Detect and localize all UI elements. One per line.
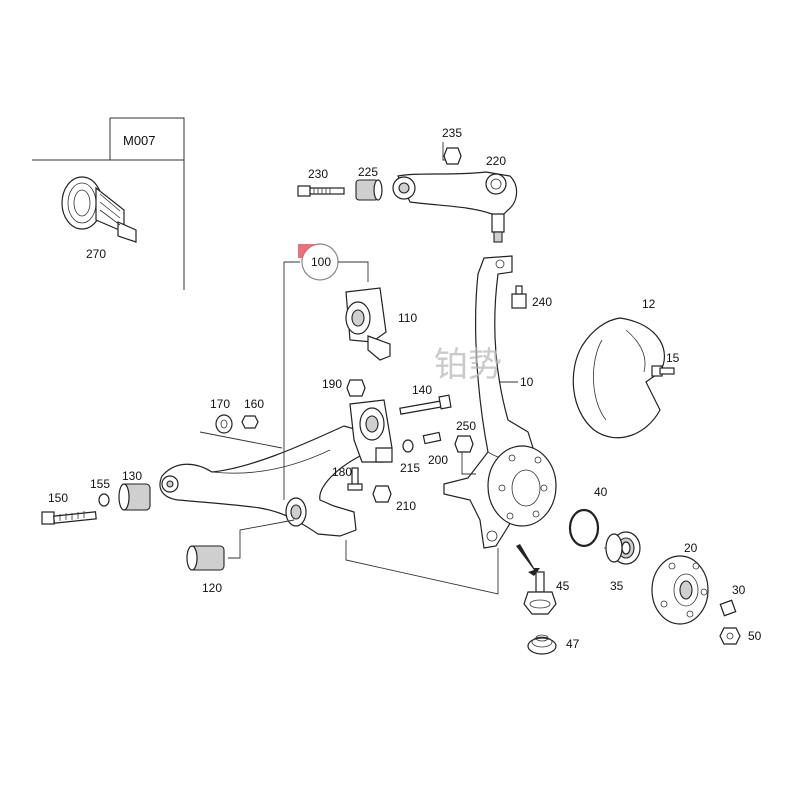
bolt-150[interactable] [41, 511, 97, 525]
nut-210[interactable] [372, 485, 392, 503]
arrow-indicator [516, 544, 540, 576]
label-15: 15 [666, 351, 680, 365]
bushing-bracket-110[interactable] [345, 287, 391, 361]
label-30: 30 [732, 583, 746, 597]
label-35: 35 [610, 579, 624, 593]
label-250: 250 [456, 419, 476, 433]
label-240: 240 [532, 295, 552, 309]
label-180: 180 [332, 465, 352, 479]
nut-160[interactable] [241, 415, 259, 429]
label-100: 100 [311, 255, 331, 269]
label-210: 210 [396, 499, 416, 513]
label-47: 47 [566, 637, 580, 651]
label-200: 200 [428, 453, 448, 467]
label-225: 225 [358, 165, 378, 179]
bolt-180[interactable] [347, 467, 363, 491]
label-110: 110 [398, 311, 417, 325]
bolt-200[interactable] [422, 431, 442, 445]
label-190: 190 [322, 377, 342, 391]
label-150: 150 [48, 491, 68, 505]
screw-15[interactable] [651, 365, 675, 377]
upper-control-arm-group: 235 230 225 220 [297, 126, 518, 243]
watermark: 铂势 [434, 345, 502, 385]
hub-flange[interactable] [487, 445, 557, 527]
label-20: 20 [684, 541, 698, 555]
label-235: 235 [442, 126, 462, 140]
boot-47[interactable] [527, 634, 557, 655]
bushing-120[interactable] [186, 545, 225, 571]
inset-code: M007 [123, 133, 156, 148]
bolt-30[interactable] [719, 599, 737, 617]
washer-155[interactable] [98, 493, 110, 507]
washer-170[interactable] [215, 414, 233, 434]
bracket-callout-100: 100 [283, 243, 369, 446]
bolt-240[interactable] [511, 285, 527, 309]
label-40: 40 [594, 485, 608, 499]
inset-panel: M007 270 [32, 117, 185, 290]
label-45: 45 [556, 579, 570, 593]
bushing-130[interactable] [118, 483, 151, 511]
bolt-140[interactable] [399, 394, 452, 415]
cv-joint-part[interactable] [61, 176, 137, 243]
bolt-230[interactable] [297, 185, 345, 197]
label-120: 120 [202, 581, 222, 595]
nut-190[interactable] [346, 379, 366, 397]
dust-shield-12[interactable] [572, 317, 665, 439]
label-220: 220 [486, 154, 506, 168]
label-155: 155 [90, 477, 110, 491]
label-50: 50 [748, 629, 762, 643]
label-10: 10 [520, 375, 534, 389]
label-12: 12 [642, 297, 656, 311]
label-215: 215 [400, 461, 420, 475]
washer-215[interactable] [402, 439, 414, 453]
wheel-bearing-35[interactable] [604, 531, 641, 565]
nut-50[interactable] [719, 627, 741, 645]
upper-arm-220[interactable] [392, 171, 518, 243]
nut-250[interactable] [454, 435, 474, 453]
label-230: 230 [308, 167, 328, 181]
nut-235[interactable] [443, 147, 462, 165]
wheel-hub-20[interactable] [651, 555, 709, 625]
label-270: 270 [86, 247, 106, 261]
front-bushing-mount[interactable] [349, 399, 393, 463]
snap-ring-40[interactable] [568, 508, 600, 548]
label-160: 160 [244, 397, 264, 411]
lower-control-arm[interactable] [159, 425, 361, 537]
ball-joint-45[interactable] [523, 571, 557, 615]
label-170: 170 [210, 397, 230, 411]
label-130: 130 [122, 469, 142, 483]
bushing-225[interactable] [355, 179, 383, 201]
label-140: 140 [412, 383, 432, 397]
